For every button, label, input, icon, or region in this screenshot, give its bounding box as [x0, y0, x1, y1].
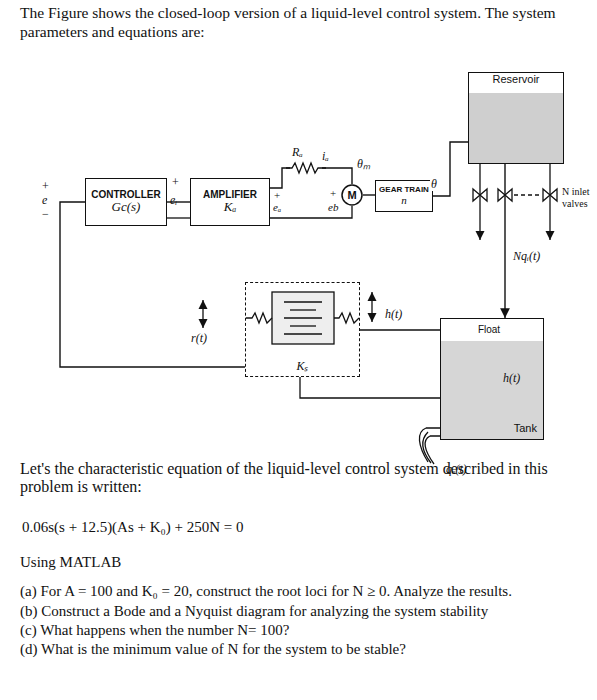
connector-wire — [433, 142, 468, 196]
node-text: Gc(s) — [112, 200, 141, 215]
node-text: Kₛ — [296, 360, 308, 374]
node-text: M — [347, 189, 356, 202]
valve-symbol — [473, 189, 487, 201]
resistor-symbol — [286, 163, 326, 173]
signal-label: θ — [430, 178, 438, 191]
signal-label: e — [42, 194, 47, 208]
reference-arrow — [202, 300, 203, 328]
reservoir: Reservoir — [468, 72, 564, 164]
problem-text: 0.06s(s + 12.5)(As + K₀) + 250N = 0 — [22, 519, 582, 536]
amplifier-box: AMPLIFIERKₐ — [190, 178, 270, 226]
tank: Tank Float — [440, 318, 544, 440]
motor-outline — [342, 185, 362, 205]
node-text: Kₐ — [224, 200, 236, 215]
problem-text: (b) Construct a Bode and a Nyquist diagr… — [20, 603, 580, 620]
problem-text: Using MATLAB — [20, 554, 580, 571]
signal-label: eₐ — [273, 201, 281, 214]
spring-symbol — [334, 313, 359, 323]
node-text: GEAR TRAIN — [379, 185, 429, 194]
node-text: Tank — [514, 422, 537, 435]
signal-label: Nqᵢ(t) — [512, 250, 541, 263]
signal-label: θₘ — [356, 158, 371, 171]
potentiometer-body — [272, 292, 334, 344]
connector-wire — [504, 164, 505, 318]
potentiometer: Kₛ — [245, 282, 360, 377]
gear-train-box: GEAR TRAINn — [375, 180, 433, 212]
signal-label: h(t) — [503, 372, 520, 386]
problem-text: Let's the characteristic equation of the… — [20, 460, 580, 497]
controller-box: CONTROLLERGc(s) — [85, 178, 167, 226]
signal-label: − — [42, 208, 49, 222]
signal-label: N inlet valves — [562, 186, 596, 209]
connector-wire — [60, 202, 245, 367]
wire — [167, 217, 190, 218]
wire — [270, 206, 352, 218]
motor-circle: M — [341, 184, 363, 206]
problem-text: (a) For A = 100 and K₀ = 20, construct t… — [20, 583, 580, 600]
heading: The Figure shows the closed-loop version… — [20, 4, 585, 41]
node-text: Reservoir — [492, 73, 539, 86]
potentiometer-plate — [284, 317, 322, 318]
valve-symbol — [498, 189, 512, 201]
potentiometer-plate — [284, 333, 322, 334]
valve-shaft — [514, 194, 541, 195]
signal-label: + — [330, 187, 336, 200]
potentiometer-plate — [284, 301, 322, 302]
signal-label: eb — [328, 201, 338, 214]
signal-label: + — [172, 176, 179, 190]
signal-label: + — [274, 189, 280, 202]
inlet-pipe — [549, 164, 550, 240]
problem-text: (d) What is the minimum value of N for t… — [20, 641, 580, 658]
signal-label: Rₐ — [292, 146, 303, 160]
outflow-stream — [419, 428, 434, 464]
wire — [300, 377, 440, 398]
signal-label: eᵢ — [170, 194, 177, 208]
signal-label: + — [42, 180, 49, 194]
node-text: n — [401, 194, 407, 207]
float: Float — [469, 321, 509, 339]
illustration — [167, 162, 557, 464]
valve-symbol — [543, 189, 557, 201]
spring-symbol — [246, 313, 272, 323]
signal-label: r(t) — [191, 332, 207, 346]
inlet-pipe — [479, 164, 480, 240]
connectors — [60, 142, 505, 367]
problem-text: (c) What happens when the number N= 100? — [20, 622, 580, 639]
signal-label: h(t) — [384, 308, 403, 321]
node-text: AMPLIFIER — [203, 189, 257, 201]
level-arrow — [371, 292, 372, 322]
outlet-pipe — [426, 428, 440, 436]
connector-wire — [363, 194, 375, 195]
potentiometer-plate — [290, 325, 316, 326]
node-text: CONTROLLER — [91, 189, 160, 201]
potentiometer-plate — [290, 309, 316, 310]
node-text: Float — [478, 324, 500, 336]
signal-label: iₐ — [322, 150, 329, 164]
